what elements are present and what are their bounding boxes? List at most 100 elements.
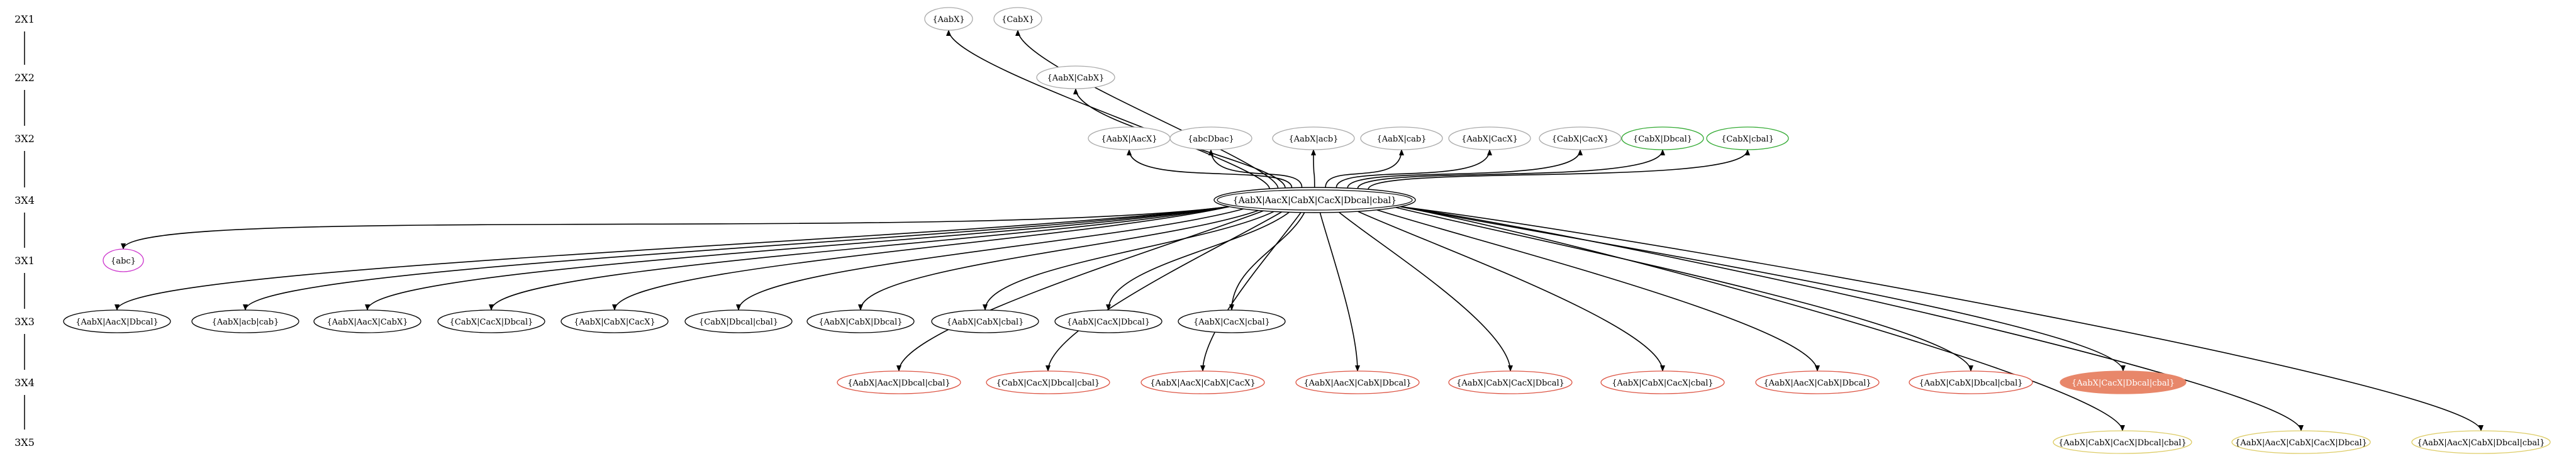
node-shape xyxy=(1054,309,1163,333)
level-label: 3X2 xyxy=(14,133,35,145)
edge-to-t8 xyxy=(983,211,1274,311)
node-t6[interactable]: {CabX|Dbcal|cbal} xyxy=(684,309,793,333)
node-shape xyxy=(1621,126,1704,150)
node-label: {CabX|CacX|Dbcal|cbal} xyxy=(996,379,1100,388)
edge-to-t6 xyxy=(736,208,1244,311)
node-label: {CabX|Dbcal} xyxy=(1633,135,1692,144)
edge-to-t5 xyxy=(612,206,1230,311)
node-shape xyxy=(63,309,171,333)
node-label: {AabX|cab} xyxy=(1377,135,1427,144)
node-v1[interactable]: {AabX|CabX|CacX|Dbcal|cbal} xyxy=(2053,430,2192,454)
node-shape xyxy=(2060,370,2187,394)
node-n_aabacb[interactable]: {AabX|acb} xyxy=(1272,126,1355,150)
edge-to-f1 xyxy=(896,210,1264,372)
node-shape xyxy=(437,309,545,333)
node-shape xyxy=(1295,370,1420,394)
level-label: 3X4 xyxy=(14,377,35,389)
node-shape xyxy=(1169,126,1252,150)
node-n_cabdbcal[interactable]: {CabX|Dbcal} xyxy=(1621,126,1704,150)
edges-layer xyxy=(114,30,2484,431)
node-f3[interactable]: {AabX|AacX|CabX|CacX} xyxy=(1140,370,1265,394)
node-shape xyxy=(1360,126,1443,150)
level-label: 2X1 xyxy=(14,13,35,25)
node-label: {AabX|acb|cab} xyxy=(212,318,279,327)
node-shape xyxy=(1539,126,1622,150)
node-n_abc[interactable]: {abc} xyxy=(103,248,144,272)
node-label: {CabX} xyxy=(1001,15,1034,25)
node-f9[interactable]: {AabX|CacX|Dbcal|cbal} xyxy=(2060,370,2187,394)
node-shape xyxy=(1600,370,1725,394)
node-n_aabcab2[interactable]: {AabX|cab} xyxy=(1360,126,1443,150)
node-label: {AabX|AacX|CabX|Dbcal} xyxy=(1303,379,1411,388)
node-shape xyxy=(1272,126,1355,150)
node-label: {AabX|CabX|Dbcal} xyxy=(818,318,902,327)
node-label: {AabX|acb} xyxy=(1289,135,1339,144)
node-n_cabcbal[interactable]: {CabX|cbal} xyxy=(1706,126,1789,150)
node-shape xyxy=(924,7,973,31)
node-label: {AabX|CacX|Dbcal|cbal} xyxy=(2071,379,2175,388)
node-label: {AabX|AacX|Dbcal|cbal} xyxy=(847,379,951,388)
node-n_aabcac[interactable]: {AabX|CacX} xyxy=(1448,126,1531,150)
node-label: {AabX|AacX|Dbcal} xyxy=(75,318,159,327)
node-v3[interactable]: {AabX|AacX|CabX|Dbcal|cbal} xyxy=(2411,430,2551,454)
node-n_abcdbac[interactable]: {abcDbac} xyxy=(1169,126,1252,150)
node-label: {AabX|CacX|cbal} xyxy=(1193,318,1270,327)
node-shape xyxy=(560,309,669,333)
edge-to-f6 xyxy=(1358,211,1665,372)
edge-to-n_cab xyxy=(1015,30,1279,189)
node-f2[interactable]: {CabX|CacX|Dbcal|cbal} xyxy=(986,370,1110,394)
node-t7[interactable]: {AabX|CabX|Dbcal} xyxy=(806,309,915,333)
node-n_aab[interactable]: {AabX} xyxy=(924,7,973,31)
node-label: {CabX|CacX} xyxy=(1552,135,1609,144)
edge-to-t4 xyxy=(489,206,1230,311)
node-label: {AabX|CabX|cbal} xyxy=(947,318,1024,327)
node-v2[interactable]: {AabX|AacX|CabX|CacX|Dbcal} xyxy=(2231,430,2371,454)
edge-to-f4 xyxy=(1319,212,1360,372)
node-t10[interactable]: {AabX|CacX|cbal} xyxy=(1178,309,1286,333)
edge-to-t3 xyxy=(365,206,1230,311)
node-shape xyxy=(191,309,299,333)
edge-to-f8 xyxy=(1395,207,1973,372)
edge-to-n_cabcac xyxy=(1347,149,1583,189)
root-node[interactable]: {AabX|AacX|CabX|CacX|Dbcal|cbal} xyxy=(1213,187,1416,213)
edge-to-t1 xyxy=(114,206,1230,311)
node-label: {AabX|CacX|Dbcal} xyxy=(1067,318,1150,327)
node-t3[interactable]: {AabX|AacX|CabX} xyxy=(313,309,421,333)
node-f7[interactable]: {AabX|AacX|CabX|Dbcal} xyxy=(1755,370,1880,394)
node-n_aabaac[interactable]: {AabX|AacX} xyxy=(1088,126,1171,150)
node-t5[interactable]: {AabX|CabX|CacX} xyxy=(560,309,669,333)
level-label: 3X5 xyxy=(14,436,35,448)
node-label: {CabX|cbal} xyxy=(1721,135,1774,144)
node-t1[interactable]: {AabX|AacX|Dbcal} xyxy=(63,309,171,333)
node-shape xyxy=(684,309,793,333)
node-f4[interactable]: {AabX|AacX|CabX|Dbcal} xyxy=(1295,370,1420,394)
edge-to-v2 xyxy=(1400,206,2304,431)
node-n_cab[interactable]: {CabX} xyxy=(993,7,1042,31)
node-label: {AabX|CabX|CacX|cbal} xyxy=(1612,379,1713,388)
node-shape xyxy=(993,7,1042,31)
node-label: {CabX|Dbcal|cbal} xyxy=(699,318,778,327)
node-t4[interactable]: {CabX|CacX|Dbcal} xyxy=(437,309,545,333)
node-t8[interactable]: {AabX|CabX|cbal} xyxy=(931,309,1039,333)
node-shape xyxy=(837,370,961,394)
node-label: {CabX|CacX|Dbcal} xyxy=(450,318,533,327)
node-t2[interactable]: {AabX|acb|cab} xyxy=(191,309,299,333)
level-label: 2X2 xyxy=(14,72,35,84)
node-f6[interactable]: {AabX|CabX|CacX|cbal} xyxy=(1600,370,1725,394)
node-n_cabcac[interactable]: {CabX|CacX} xyxy=(1539,126,1622,150)
node-label: {AabX|AacX|CabX|CacX|Dbcal} xyxy=(2235,438,2367,448)
level-label: 3X1 xyxy=(14,255,35,267)
node-f1[interactable]: {AabX|AacX|Dbcal|cbal} xyxy=(837,370,961,394)
node-n_aabcab[interactable]: {AabX|CabX} xyxy=(1036,65,1115,89)
node-t9[interactable]: {AabX|CacX|Dbcal} xyxy=(1054,309,1163,333)
level-label: 3X3 xyxy=(14,316,35,328)
edge-to-t9 xyxy=(1106,211,1290,311)
node-f8[interactable]: {AabX|CabX|Dbcal|cbal} xyxy=(1909,370,2033,394)
edge-to-v1 xyxy=(1400,206,2125,431)
edge-to-f7 xyxy=(1376,209,1820,372)
node-label: {AabX|CacX} xyxy=(1461,135,1518,144)
edge-to-f5 xyxy=(1338,211,1513,372)
edge-to-f2 xyxy=(1045,211,1282,372)
node-f5[interactable]: {AabX|CabX|CacX|Dbcal} xyxy=(1448,370,1573,394)
